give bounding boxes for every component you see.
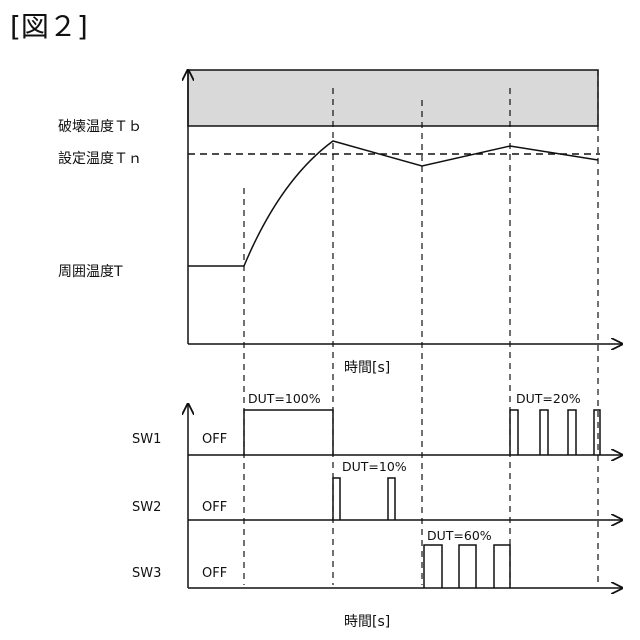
sw3-off-label: OFF <box>202 566 227 581</box>
sw2-pulses-10 <box>333 478 395 520</box>
sw1-duty-20-label: DUT=20% <box>516 391 581 406</box>
destruction-zone <box>188 70 598 126</box>
time-markers <box>244 70 598 585</box>
sw3-pulses-60 <box>424 545 510 588</box>
sw3-duty-60-label: DUT=60% <box>427 528 492 543</box>
ambient-temp-label: 周囲温度T <box>58 264 123 280</box>
destruction-temp-label: 破壊温度Ｔｂ <box>58 119 142 135</box>
sw2-label: SW2 <box>132 500 161 515</box>
temperature-chart: 破壊温度Ｔｂ 設定温度Ｔｎ 周囲温度T 時間[s] <box>58 70 622 376</box>
figure-title: [図２] <box>10 10 88 43</box>
set-temp-label: 設定温度Ｔｎ <box>58 151 142 167</box>
sw2-duty-10-label: DUT=10% <box>342 459 407 474</box>
switch-x-axis-label: 時間[s] <box>344 614 390 630</box>
switch-chart: SW1 OFF SW2 OFF SW3 OFF DUT=100% DUT=10%… <box>132 391 622 630</box>
temp-x-axis-label: 時間[s] <box>344 360 390 376</box>
temperature-curve <box>188 141 598 266</box>
sw1-duty-100-label: DUT=100% <box>248 391 321 406</box>
sw1-label: SW1 <box>132 432 161 447</box>
sw1-pulses-20 <box>510 410 600 455</box>
sw3-label: SW3 <box>132 566 161 581</box>
sw1-pulse-100 <box>244 410 333 455</box>
sw2-off-label: OFF <box>202 500 227 515</box>
sw1-off-label: OFF <box>202 432 227 447</box>
